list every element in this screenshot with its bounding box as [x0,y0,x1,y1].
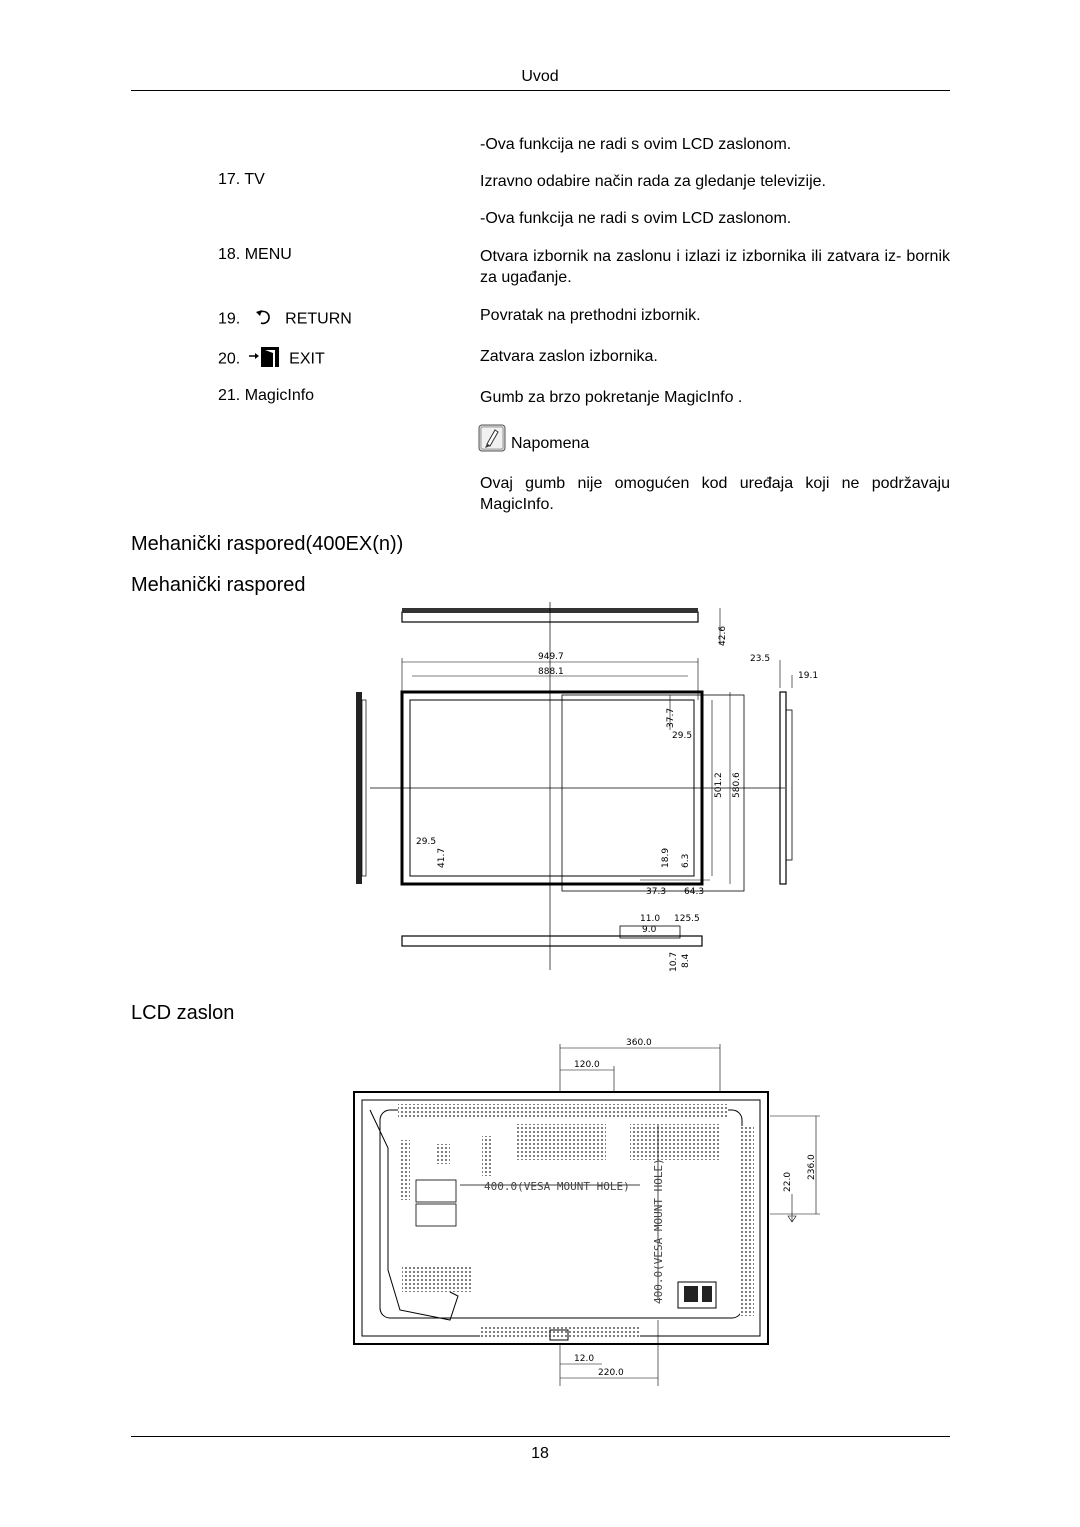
lcd-rear-drawing: 360.0 120.0 400.0(VESA MOUNT HOLE) 400.0… [353,1038,820,1386]
dim-label: 888.1 [538,667,564,677]
mechanical-layout-drawing: 42.6 949.7 888.1 37.7 29.5 501.2 580.6 2… [356,602,818,972]
item-label-return: 19. RETURN [218,307,352,332]
item-desc: Izravno odabire način rada za gledanje t… [480,173,826,190]
dim-label: 37.7 [666,708,676,728]
dim-label: 64.3 [684,887,704,897]
item-label-menu: 18. MENU [218,246,292,263]
dim-label: 42.6 [718,626,728,646]
dim-label: 120.0 [574,1060,600,1070]
dim-label: 949.7 [538,652,564,662]
item-desc: -Ova funkcija ne radi s ovim LCD zaslono… [480,136,792,153]
section-title-lcd: LCD zaslon [131,1002,235,1024]
bottom-view [401,935,703,947]
dim-label: 22.0 [783,1172,793,1192]
dim-label: 29.5 [672,731,692,741]
header-title: Uvod [521,68,559,85]
dim-label: 360.0 [626,1038,652,1048]
dim-label: 220.0 [598,1368,624,1378]
vesa-vertical-label: 400.0(VESA MOUNT HOLE) [652,1158,665,1304]
left-side-view [356,692,362,884]
dim-label: 37.3 [646,887,666,897]
item-desc: -Ova funkcija ne radi s ovim LCD zaslono… [480,210,792,227]
page-number: 18 [531,1445,549,1462]
power-socket [677,1281,717,1309]
item-desc: Povratak na prethodni izbornik. [480,307,701,324]
item-label-tv: 17. TV [218,171,265,188]
dim-label: 10.7 [669,952,679,972]
item-text: RETURN [285,310,352,328]
dim-label: 125.5 [674,914,700,924]
item-number: 19. [218,310,241,328]
dim-label: 11.0 [640,914,660,924]
note-icon [478,424,506,457]
vent-top [398,1104,728,1118]
dim-label: 580.6 [732,772,742,798]
dim-label: 8.4 [681,953,691,968]
item-number: 20. [218,350,241,368]
item-label-magicinfo: 21. MagicInfo [218,387,315,404]
dim-label: 41.7 [437,848,447,868]
item-desc: Gumb za brzo pokretanje MagicInfo . [480,389,743,406]
note-text: Ovaj gumb nije omogućen kod uređaja koji… [480,475,950,513]
dim-label: 501.2 [714,772,724,798]
item-desc: Otvara izbornik na zaslonu i izlazi iz i… [480,248,950,286]
vent-right [630,1124,720,1160]
dim-label: 6.3 [681,854,691,868]
vent-bottom [480,1326,640,1338]
footer-rule [131,1436,950,1437]
dim-label: 12.0 [574,1354,594,1364]
exit-icon [247,346,281,373]
item-desc: Zatvara zaslon izbornika. [480,348,658,365]
section-title-mech: Mehanički raspored [131,574,306,596]
section-title-mech-model: Mehanički raspored(400EX(n)) [131,533,404,555]
dim-label: 236.0 [807,1154,817,1180]
dim-label: 9.0 [642,925,657,935]
item-text: EXIT [289,350,325,368]
vent-right-edge [740,1126,754,1316]
dim-label: 19.1 [798,671,818,681]
item-label-exit: 20. EXIT [218,346,325,373]
vesa-horizontal-label: 400.0(VESA MOUNT HOLE) [484,1180,630,1193]
note-title: Napomena [511,435,590,452]
vent-center [516,1124,606,1160]
header-rule [131,90,950,91]
return-icon [255,307,275,332]
dim-label: 29.5 [416,837,436,847]
dim-label: 18.9 [661,848,671,868]
dim-label: 23.5 [750,654,770,664]
